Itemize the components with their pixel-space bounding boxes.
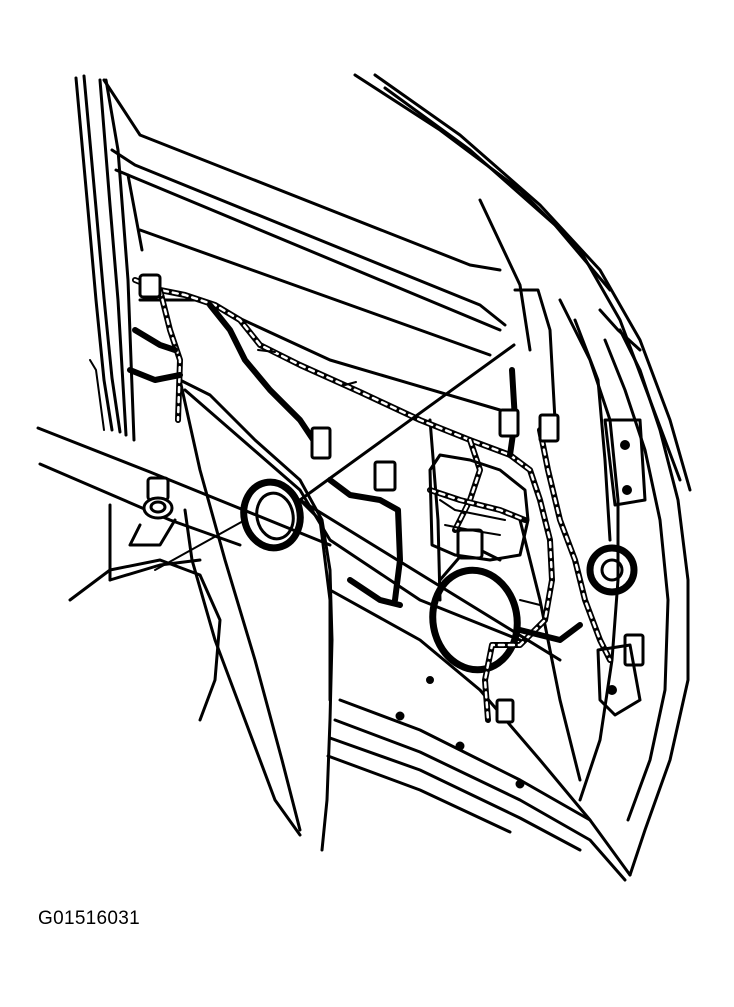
wiring-harness	[130, 280, 610, 720]
figure-code: G01516031	[38, 908, 141, 929]
door-inner-panel	[140, 300, 520, 700]
fender-panel	[38, 428, 330, 720]
window-regulator	[430, 455, 528, 560]
mounting-bolt	[144, 478, 172, 518]
door-latch	[590, 420, 645, 715]
panel-mounting-holes	[397, 677, 524, 788]
door-wiring-illustration	[0, 0, 734, 900]
callout-lines	[155, 345, 560, 660]
door-window-frame	[104, 75, 690, 490]
a-pillar-frame	[76, 76, 134, 440]
door-trim-panel	[180, 380, 332, 850]
door-right-edge	[560, 300, 688, 875]
harness-connectors	[140, 275, 643, 722]
